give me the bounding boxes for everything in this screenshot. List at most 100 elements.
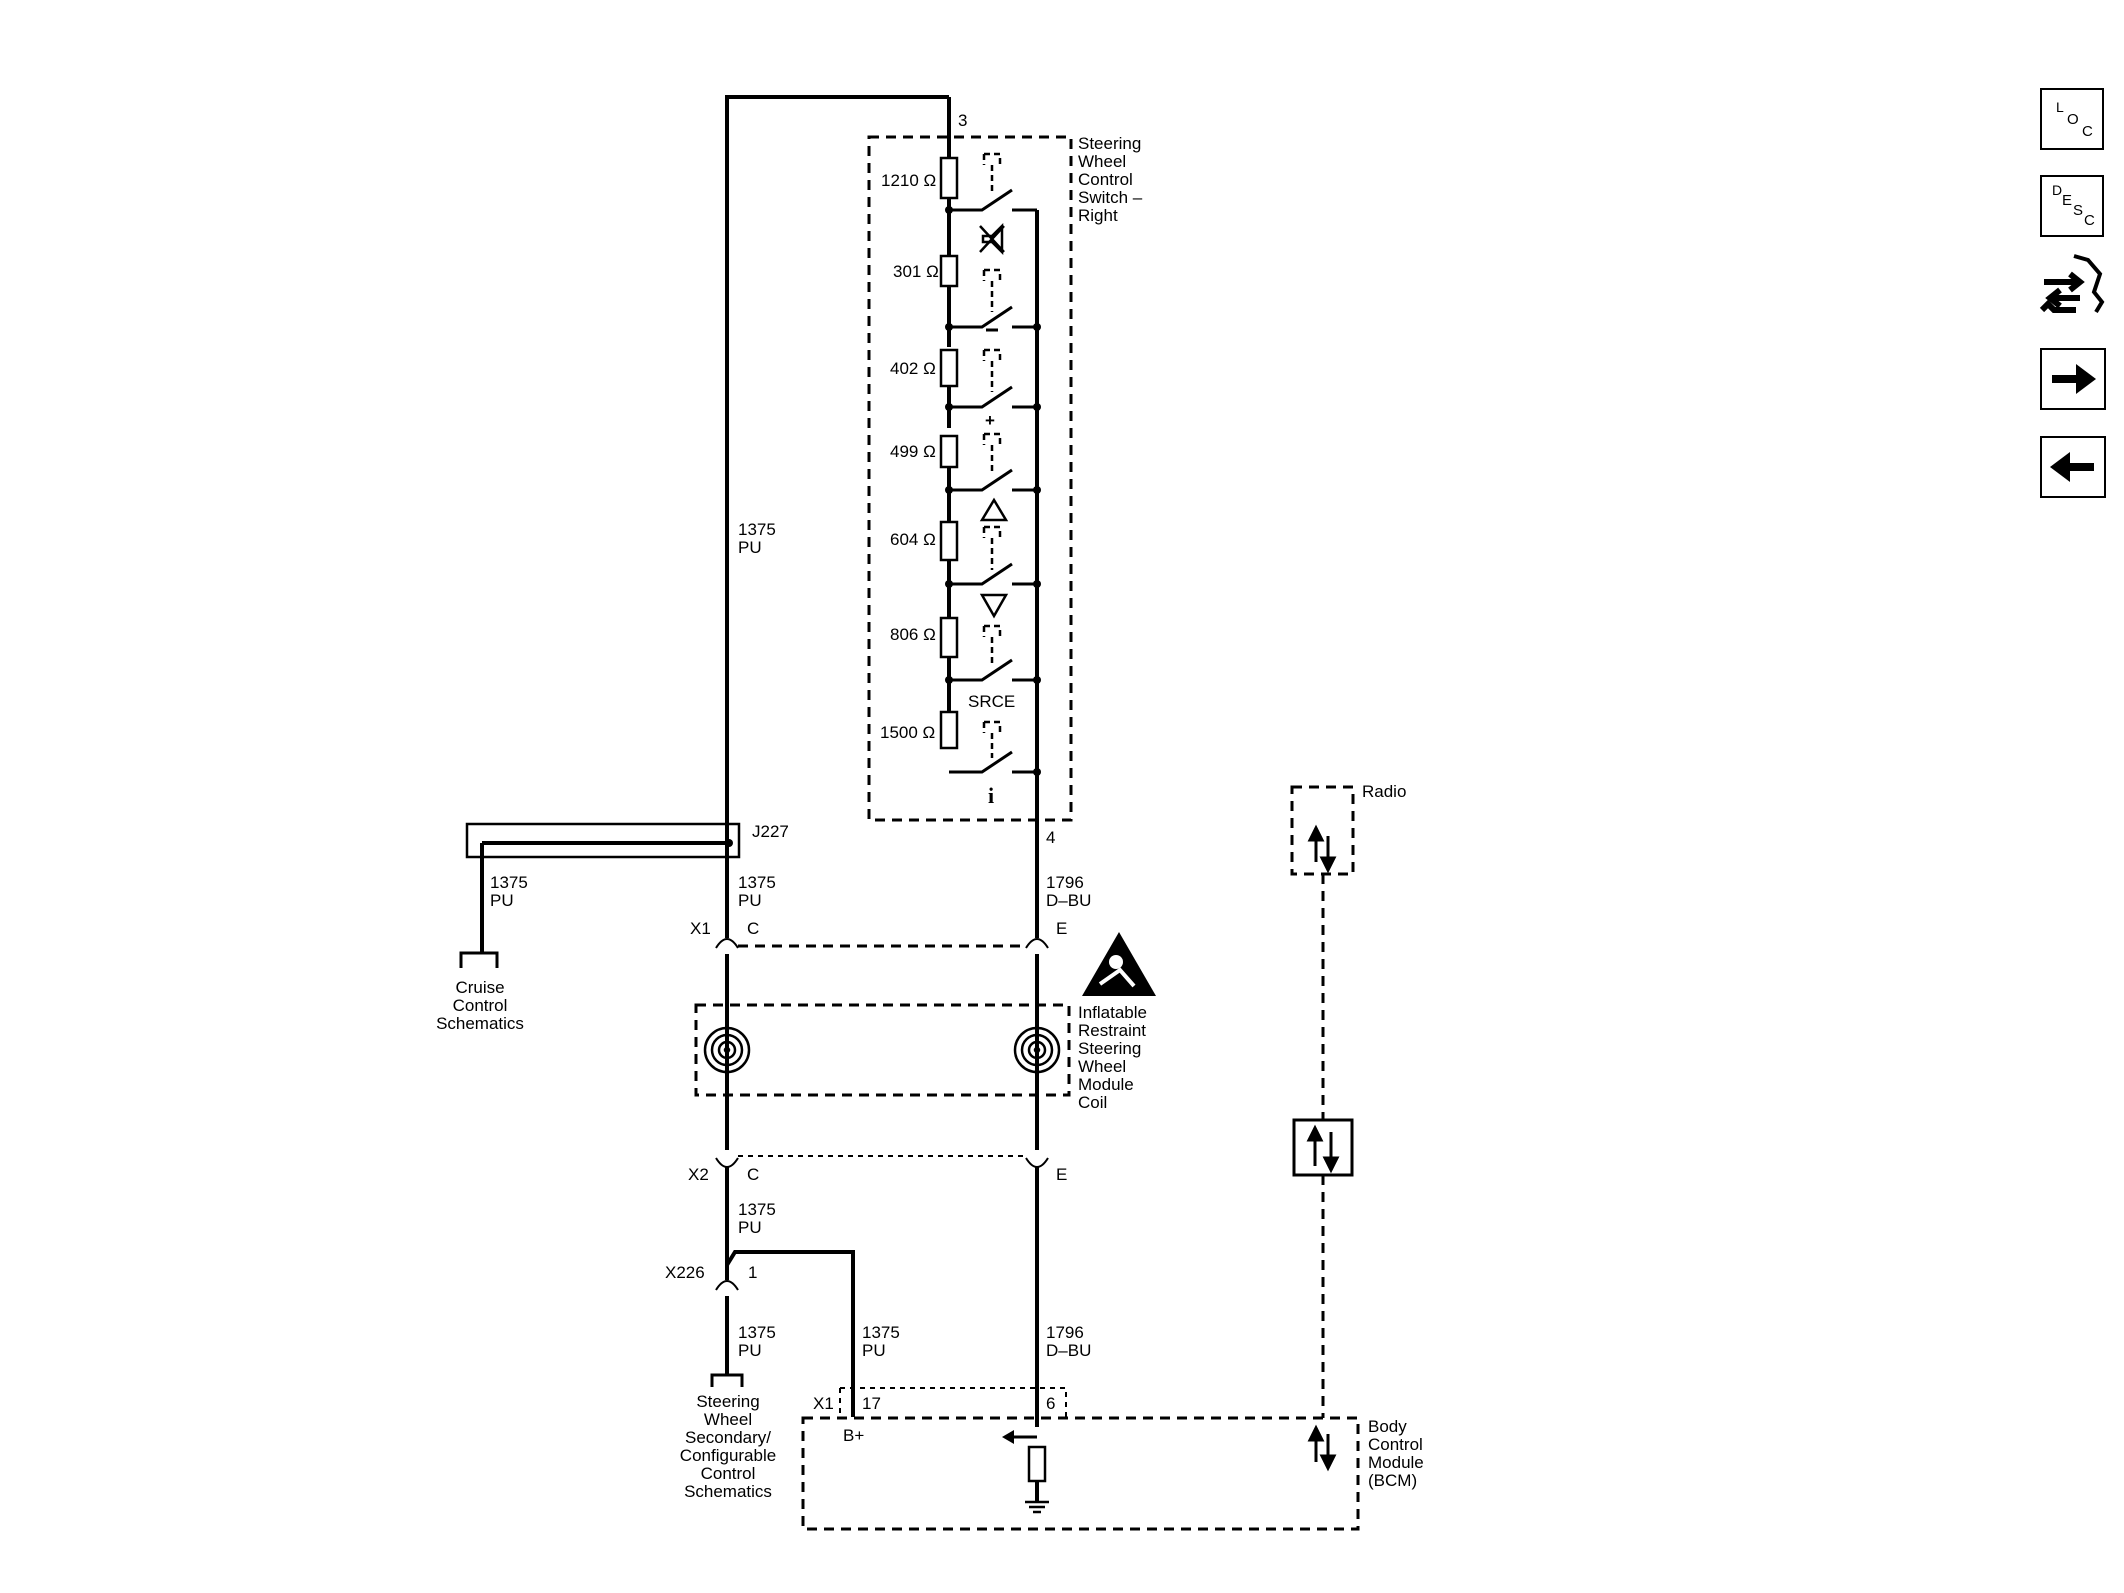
previous-button[interactable] xyxy=(2040,436,2106,498)
down-triangle-icon xyxy=(979,593,1009,619)
svg-text:Schematics: Schematics xyxy=(436,1014,524,1033)
switch-enclosure xyxy=(867,135,1073,822)
svg-text:1375: 1375 xyxy=(738,873,776,892)
resistor-values: 1210 Ω 301 Ω 402 Ω 499 Ω 604 Ω 806 Ω 150… xyxy=(880,171,939,742)
connector-tool-icon[interactable] xyxy=(2036,252,2108,324)
switch-nodes xyxy=(945,206,1041,776)
svg-text:Inflatable: Inflatable xyxy=(1078,1003,1147,1022)
svg-text:1500 Ω: 1500 Ω xyxy=(880,723,935,742)
svg-text:1375: 1375 xyxy=(862,1323,900,1342)
connector-x2: X2 C E xyxy=(688,1155,1067,1184)
svg-text:PU: PU xyxy=(738,1341,762,1360)
svg-text:D–BU: D–BU xyxy=(1046,1341,1091,1360)
cruise-control-label: Cruise Control Schematics xyxy=(436,978,524,1033)
loc-letter-l: L xyxy=(2056,99,2064,115)
svg-text:D–BU: D–BU xyxy=(1046,891,1091,910)
svg-text:1796: 1796 xyxy=(1046,1323,1084,1342)
svg-text:X2: X2 xyxy=(688,1165,709,1184)
secondary-control-label: Steering Wheel Secondary/ Configurable C… xyxy=(680,1392,776,1501)
svg-text:Switch –: Switch – xyxy=(1078,188,1143,207)
svg-text:(BCM): (BCM) xyxy=(1368,1471,1417,1490)
svg-text:PU: PU xyxy=(490,891,514,910)
svg-text:X226: X226 xyxy=(665,1263,705,1282)
bcm-label: Body Control Module (BCM) xyxy=(1368,1417,1424,1490)
svg-text:Wheel: Wheel xyxy=(704,1410,752,1429)
svg-text:Secondary/: Secondary/ xyxy=(685,1428,771,1447)
desc-button[interactable]: D E S C xyxy=(2040,175,2104,237)
cruise-control-stub xyxy=(459,951,499,968)
next-arrow-icon xyxy=(2052,364,2096,394)
svg-text:Restraint: Restraint xyxy=(1078,1021,1146,1040)
clockspring-coil-right-icon xyxy=(1013,1026,1061,1074)
svg-text:1375: 1375 xyxy=(738,520,776,539)
svg-text:PU: PU xyxy=(738,538,762,557)
bcm-bplus-label: B+ xyxy=(843,1426,864,1445)
svg-text:PU: PU xyxy=(862,1341,886,1360)
resistor-604 xyxy=(939,520,959,562)
desc-letter-e: E xyxy=(2062,192,2073,209)
svg-text:604 Ω: 604 Ω xyxy=(890,530,936,549)
bcm-connector-x1-label: X1 xyxy=(813,1394,834,1413)
circuit-1796-top: 1796 D–BU xyxy=(1046,873,1091,910)
svg-text:499 Ω: 499 Ω xyxy=(890,442,936,461)
svg-text:Steering: Steering xyxy=(696,1392,759,1411)
mute-speaker-icon xyxy=(979,222,1005,256)
svg-text:1210 Ω: 1210 Ω xyxy=(881,171,936,190)
svg-text:PU: PU xyxy=(738,1218,762,1237)
svg-text:Steering: Steering xyxy=(1078,1039,1141,1058)
serial-data-arrows-icon xyxy=(1306,1124,1340,1174)
svg-text:C: C xyxy=(747,919,759,938)
up-triangle-icon xyxy=(979,497,1009,522)
secondary-control-stub xyxy=(710,1373,744,1387)
svg-text:E: E xyxy=(1056,919,1067,938)
splice-j227-pack xyxy=(465,822,741,859)
desc-letter-s: S xyxy=(2073,202,2084,219)
switch-pin-4: 4 xyxy=(1046,828,1055,847)
circuit-1375-bplus: 1375 PU xyxy=(862,1323,900,1360)
svg-text:PU: PU xyxy=(738,891,762,910)
bcm-enclosure xyxy=(801,1416,1360,1531)
svg-text:Steering: Steering xyxy=(1078,134,1141,153)
svg-text:1375: 1375 xyxy=(738,1323,776,1342)
splice-j227-label: J227 xyxy=(752,822,789,841)
circuit-1375-cruise: 1375 PU xyxy=(490,873,528,910)
resistor-1500 xyxy=(939,710,959,750)
loc-button[interactable]: L O C xyxy=(2040,88,2104,150)
svg-text:402 Ω: 402 Ω xyxy=(890,359,936,378)
info-icon: i xyxy=(988,783,994,808)
next-button[interactable] xyxy=(2040,348,2106,410)
bcm-pin-17: 17 xyxy=(862,1394,881,1413)
circuit-1375-lower: 1375 PU xyxy=(738,1323,776,1360)
svg-text:Control: Control xyxy=(701,1464,756,1483)
previous-arrow-icon xyxy=(2050,452,2094,482)
resistor-1210 xyxy=(939,156,959,200)
switch-contacts xyxy=(949,188,1037,774)
bcm-data-arrows-icon xyxy=(1307,1424,1337,1472)
loc-letter-o: O xyxy=(2067,111,2079,128)
circuit-1796-bottom: 1796 D–BU xyxy=(1046,1323,1091,1360)
resistor-806 xyxy=(939,616,959,659)
coil-enclosure xyxy=(694,1003,1071,1097)
bcm-connector-x1 xyxy=(839,1387,1067,1418)
svg-text:Module: Module xyxy=(1368,1453,1424,1472)
svg-text:301 Ω: 301 Ω xyxy=(893,262,939,281)
bcm-pullup-resistor xyxy=(1027,1445,1047,1483)
switch-name: Steering Wheel Control Switch – Right xyxy=(1078,134,1143,225)
connector-x1: X1 C E xyxy=(690,919,1067,949)
resistor-402 xyxy=(939,348,959,388)
svg-text:C: C xyxy=(747,1165,759,1184)
switch-linkages xyxy=(982,152,1002,758)
svg-text:1375: 1375 xyxy=(738,1200,776,1219)
serial-data-box xyxy=(1292,1118,1354,1177)
svg-text:Module: Module xyxy=(1078,1075,1134,1094)
svg-text:Schematics: Schematics xyxy=(684,1482,772,1501)
radio-data-arrows-icon xyxy=(1307,824,1337,874)
circuit-1375-upper: 1375 PU xyxy=(738,520,776,557)
svg-text:1: 1 xyxy=(748,1263,757,1282)
resistor-301 xyxy=(939,254,959,288)
ground-icon xyxy=(1025,1500,1049,1514)
svg-text:Right: Right xyxy=(1078,206,1118,225)
wire-1375-bplus xyxy=(725,1250,855,1417)
svg-text:1796: 1796 xyxy=(1046,873,1084,892)
desc-letter-c: C xyxy=(2084,212,2095,229)
